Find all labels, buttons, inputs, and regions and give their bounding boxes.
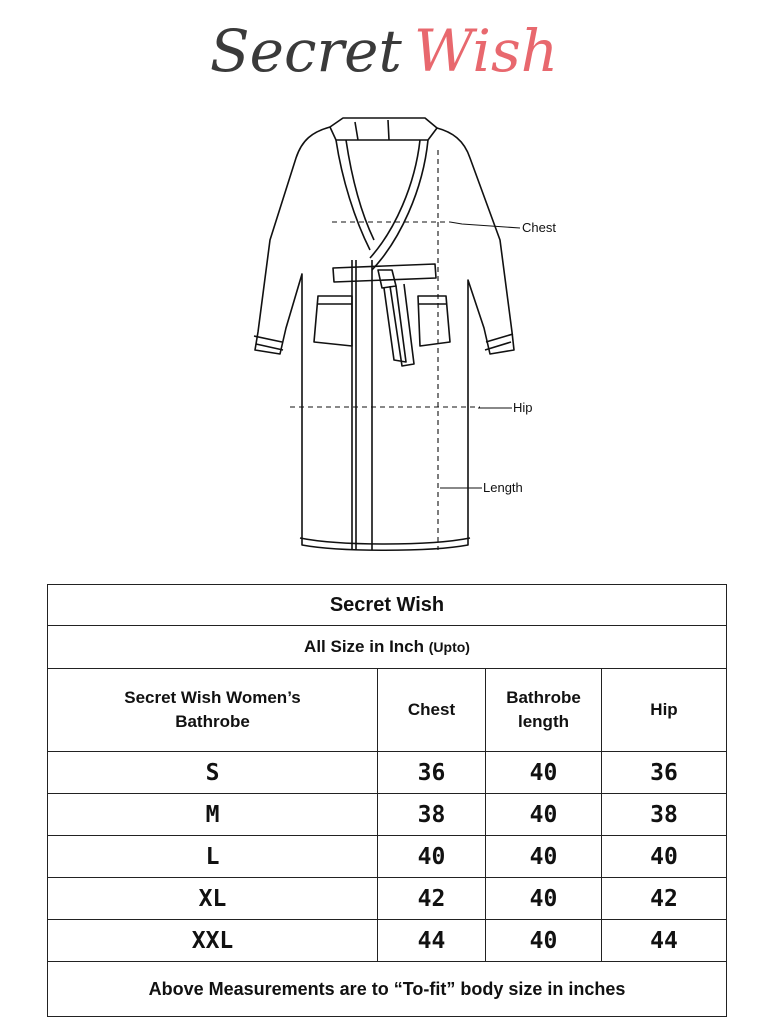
table-title: Secret Wish <box>47 584 727 626</box>
table-row: M 38 40 38 <box>47 793 727 836</box>
table-row: S 36 40 36 <box>47 751 727 794</box>
length-cell: 40 <box>485 877 602 920</box>
hip-cell: 44 <box>601 919 727 962</box>
size-cell: XXL <box>47 919 378 962</box>
header-row: Secret Wish Women’s Bathrobe Chest Bathr… <box>47 668 727 752</box>
chest-cell: 42 <box>377 877 486 920</box>
size-cell: L <box>47 835 378 878</box>
subtitle-note: (Upto) <box>428 639 470 655</box>
table-row: L 40 40 40 <box>47 835 727 878</box>
hip-label: Hip <box>513 400 533 415</box>
chest-cell: 38 <box>377 793 486 836</box>
subtitle-text: All Size in Inch <box>304 637 425 656</box>
hip-cell: 40 <box>601 835 727 878</box>
length-cell: 40 <box>485 835 602 878</box>
chest-cell: 44 <box>377 919 486 962</box>
header-product: Secret Wish Women’s Bathrobe <box>47 668 378 752</box>
header-hip: Hip <box>601 668 727 752</box>
table-row: XXL 44 40 44 <box>47 919 727 962</box>
brand-word-secret: Secret <box>209 17 402 85</box>
size-cell: S <box>47 751 378 794</box>
size-cell: M <box>47 793 378 836</box>
chest-cell: 36 <box>377 751 486 794</box>
length-cell: 40 <box>485 919 602 962</box>
chest-cell: 40 <box>377 835 486 878</box>
size-cell: XL <box>47 877 378 920</box>
hip-cell: 42 <box>601 877 727 920</box>
header-length: Bathrobe length <box>485 668 602 752</box>
brand-word-wish: Wish <box>413 17 559 85</box>
table-subtitle: All Size in Inch (Upto) <box>47 625 727 669</box>
bathrobe-illustration: Chest Hip Length <box>253 117 556 552</box>
table-row: XL 42 40 42 <box>47 877 727 920</box>
size-chart-table: Secret Wish All Size in Inch (Upto) Secr… <box>47 584 727 1017</box>
chest-label: Chest <box>522 220 556 235</box>
length-label: Length <box>483 480 523 495</box>
length-cell: 40 <box>485 751 602 794</box>
hip-cell: 36 <box>601 751 727 794</box>
header-chest: Chest <box>377 668 486 752</box>
table-footer-note: Above Measurements are to “To-fit” body … <box>47 961 727 1017</box>
length-cell: 40 <box>485 793 602 836</box>
hip-cell: 38 <box>601 793 727 836</box>
